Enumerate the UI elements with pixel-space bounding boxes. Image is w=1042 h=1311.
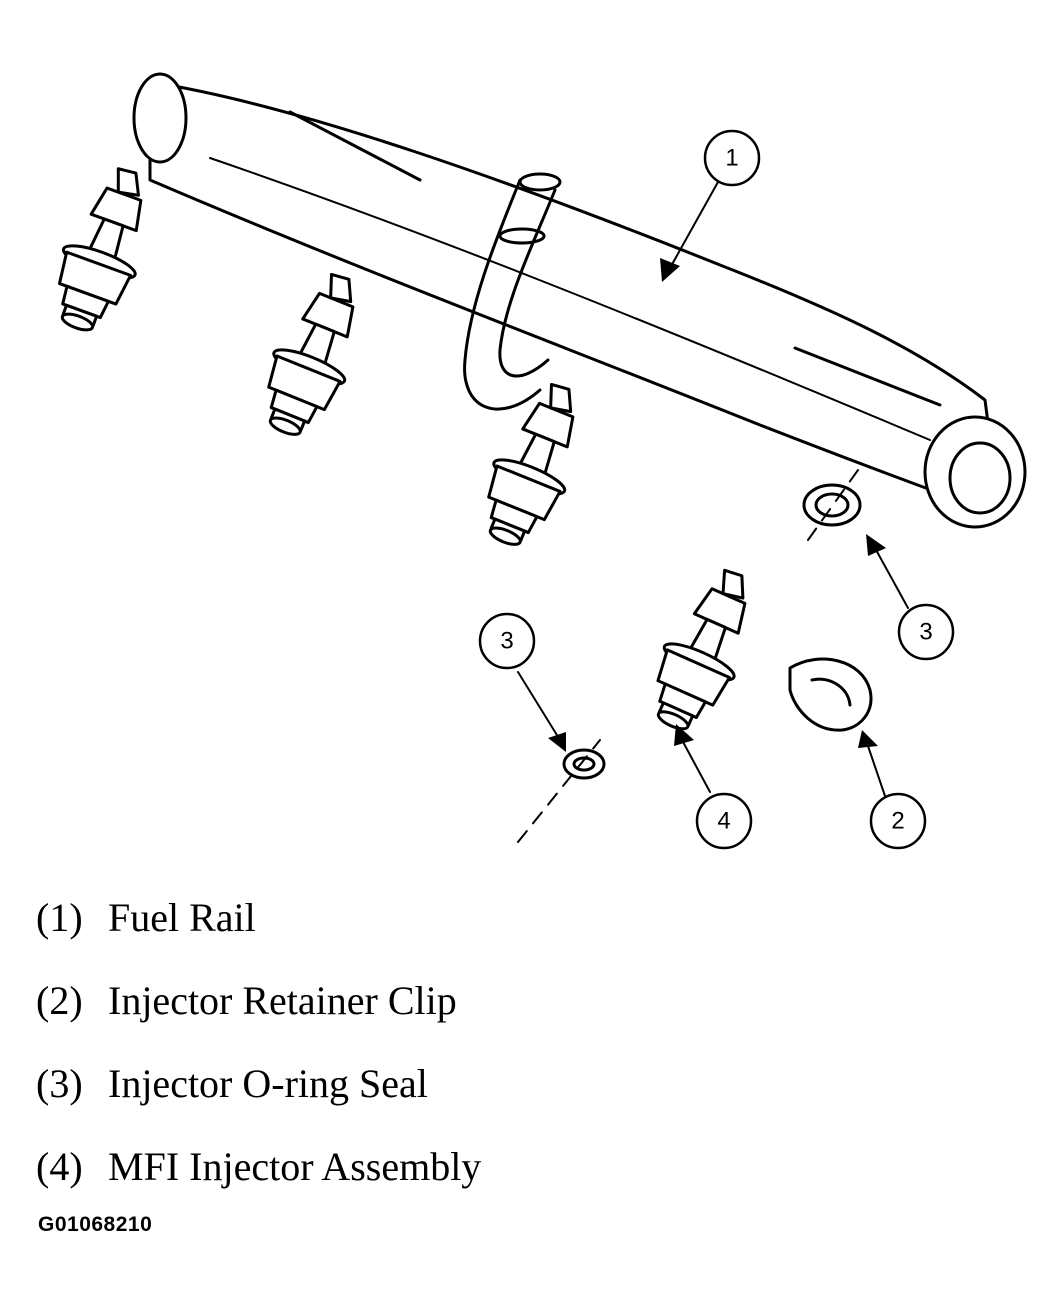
callout-3-lower: 3 — [478, 612, 536, 670]
fuel-return-pipe — [463, 172, 562, 411]
fuel-rail-diagram: 1 3 3 4 2 — [38, 72, 1027, 850]
o-ring-seal-lower — [562, 748, 606, 780]
callout-3-upper-number: 3 — [919, 619, 932, 646]
parts-legend: (1) Fuel Rail (2) Injector Retainer Clip (… — [36, 888, 996, 1220]
callout-1: 1 — [703, 129, 761, 187]
legend-number: (4) — [36, 1144, 83, 1189]
legend-item: (4) MFI Injector Assembly — [36, 1137, 996, 1220]
legend-number: (1) — [36, 895, 83, 940]
legend-item: (2) Injector Retainer Clip — [36, 971, 996, 1054]
legend-label: Fuel Rail — [108, 895, 256, 940]
legend-number: (3) — [36, 1061, 83, 1106]
figure-id: G01068210 — [38, 1213, 153, 1236]
legend-item: (3) Injector O-ring Seal — [36, 1054, 996, 1137]
o-ring-seal-upper — [802, 483, 862, 527]
legend-label: Injector O-ring Seal — [108, 1061, 428, 1106]
callout-2-number: 2 — [891, 808, 904, 835]
injector-2 — [246, 262, 382, 448]
callout-3-upper: 3 — [897, 603, 955, 661]
legend-label: Injector Retainer Clip — [108, 978, 457, 1023]
callout-3-lower-number: 3 — [500, 628, 513, 655]
legend-label: MFI Injector Assembly — [108, 1144, 482, 1189]
injector-3 — [466, 372, 602, 558]
injector-1 — [38, 157, 170, 343]
callout-2: 2 — [869, 792, 927, 850]
legend-number: (2) — [36, 978, 83, 1023]
fuel-rail — [132, 72, 1027, 529]
alignment-centerline — [517, 469, 859, 843]
leader-lines — [517, 181, 909, 797]
legend-item: (1) Fuel Rail — [36, 888, 996, 971]
callout-1-number: 1 — [725, 145, 738, 172]
callout-4-number: 4 — [717, 808, 730, 835]
retainer-clip — [788, 657, 873, 732]
injector-assembly-exploded — [634, 557, 775, 743]
callout-4: 4 — [695, 792, 753, 850]
